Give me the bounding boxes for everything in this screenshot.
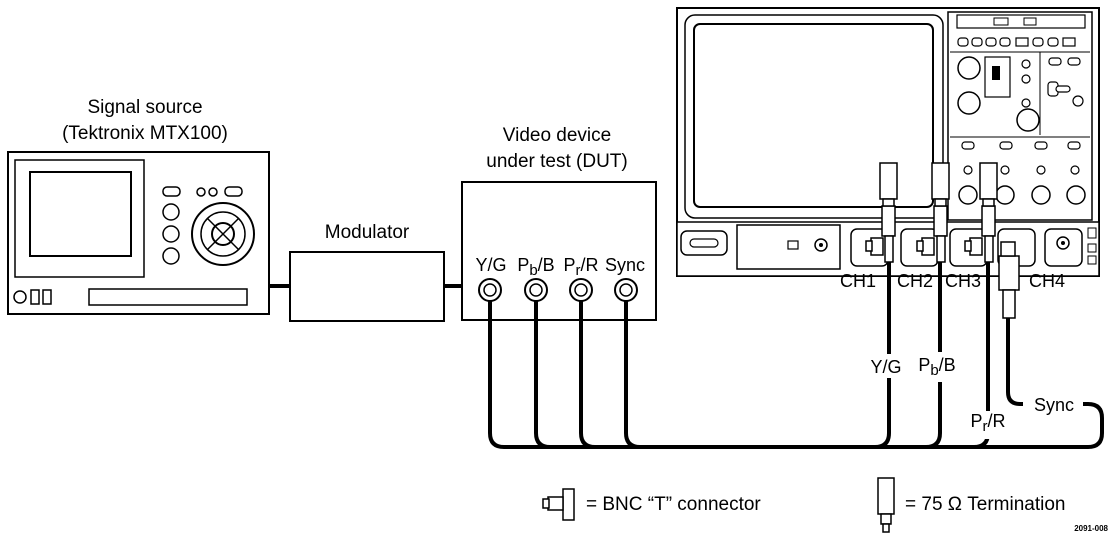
scope-button <box>1048 57 1062 66</box>
cable-sync <box>624 300 1104 449</box>
legend: = BNC “T” connector = 75 Ω Termination <box>542 477 1065 533</box>
termination-icon <box>979 162 998 207</box>
bnc-t-connector-icon <box>916 205 948 263</box>
dut: Video device under test (DUT) Y/G Pb/B P… <box>461 125 657 321</box>
oscilloscope: CH1 CH2 CH3 CH4 <box>676 7 1100 291</box>
figure-id: 2091-008 <box>1074 524 1108 533</box>
legend-bnc-icon <box>542 488 575 521</box>
source-port <box>42 289 52 305</box>
source-button <box>224 186 243 197</box>
source-knob <box>162 225 180 243</box>
scope-led <box>1072 95 1084 107</box>
dut-port-sync-connector <box>614 278 638 302</box>
scope-channel-label: CH2 <box>897 271 933 291</box>
legend-termination-icon <box>877 477 895 533</box>
cable-label-pr: Pr/R <box>970 411 1005 435</box>
source-dpad-icon <box>191 202 255 266</box>
cables <box>488 262 1104 449</box>
legend-termination-label: = 75 Ω Termination <box>905 494 1065 515</box>
source-slot <box>88 288 248 306</box>
scope-screen <box>693 23 934 208</box>
source-power-icon <box>13 290 27 304</box>
scope-aux-jack <box>819 243 823 247</box>
scope-button <box>1067 57 1081 66</box>
bnc-t-connector-icon <box>998 241 1020 319</box>
scope-led <box>1021 74 1031 84</box>
cable-labels: Y/G Pb/B Pr/R Sync <box>862 352 1079 439</box>
scope-usb-port <box>787 240 799 250</box>
cable-label-pb: Pb/B <box>918 355 955 379</box>
scope-channel-label: CH1 <box>840 271 876 291</box>
dut-title: Video device <box>503 125 611 146</box>
modulator-label: Modulator <box>325 222 410 243</box>
scope-button <box>1055 85 1071 93</box>
legend-bnc-label: = BNC “T” connector <box>586 494 761 515</box>
scope-indicator <box>993 17 1009 26</box>
scope-channel-buttons <box>961 141 1081 175</box>
dut-port-yg-connector <box>478 278 502 302</box>
source-model: (Tektronix MTX100) <box>62 123 228 144</box>
scope-led <box>1021 59 1031 69</box>
signal-source: Signal source (Tektronix MTX100) <box>7 97 270 315</box>
scope-channel-label: CH4 <box>1029 271 1065 291</box>
termination-icon <box>879 162 898 207</box>
scope-vertical-knobs <box>958 185 1086 205</box>
scope-channel-label: CH3 <box>945 271 981 291</box>
source-knob <box>162 203 180 221</box>
dut-port-label: Y/G <box>475 255 506 275</box>
source-port <box>30 289 40 305</box>
dut-port-label: Sync <box>605 255 645 275</box>
scope-knob <box>1016 108 1040 132</box>
scope-knob <box>957 56 981 80</box>
source-knob <box>162 247 180 265</box>
scope-led <box>1021 98 1031 108</box>
source-screen <box>29 171 132 257</box>
scope-side-port <box>1087 255 1097 265</box>
dut-port-label: Pr/R <box>563 255 598 279</box>
source-button <box>162 186 181 197</box>
scope-selector-switch <box>992 66 1000 80</box>
dut-port-pb-connector <box>524 278 548 302</box>
scope-aux-input-jack <box>1061 241 1065 245</box>
modulator-box <box>289 251 445 322</box>
scope-indicator <box>1023 17 1037 26</box>
source-title: Signal source <box>87 97 202 118</box>
termination-icon <box>931 162 950 207</box>
scope-display-strip <box>956 14 1086 29</box>
cable-label-sync: Sync <box>1034 395 1074 415</box>
modulator: Modulator <box>289 222 445 322</box>
cable-sync-scope <box>1006 318 1023 406</box>
dut-port-pr-connector <box>569 278 593 302</box>
scope-side-port <box>1087 227 1097 239</box>
scope-side-port <box>1087 243 1097 253</box>
scope-button-row <box>957 37 1076 47</box>
scope-power-switch <box>689 238 719 248</box>
cable-label-yg: Y/G <box>870 357 901 377</box>
source-led <box>208 187 218 197</box>
dut-title: under test (DUT) <box>486 151 627 172</box>
source-led <box>196 187 206 197</box>
dut-port-label: Pb/B <box>517 255 554 279</box>
scope-knob <box>957 91 981 115</box>
